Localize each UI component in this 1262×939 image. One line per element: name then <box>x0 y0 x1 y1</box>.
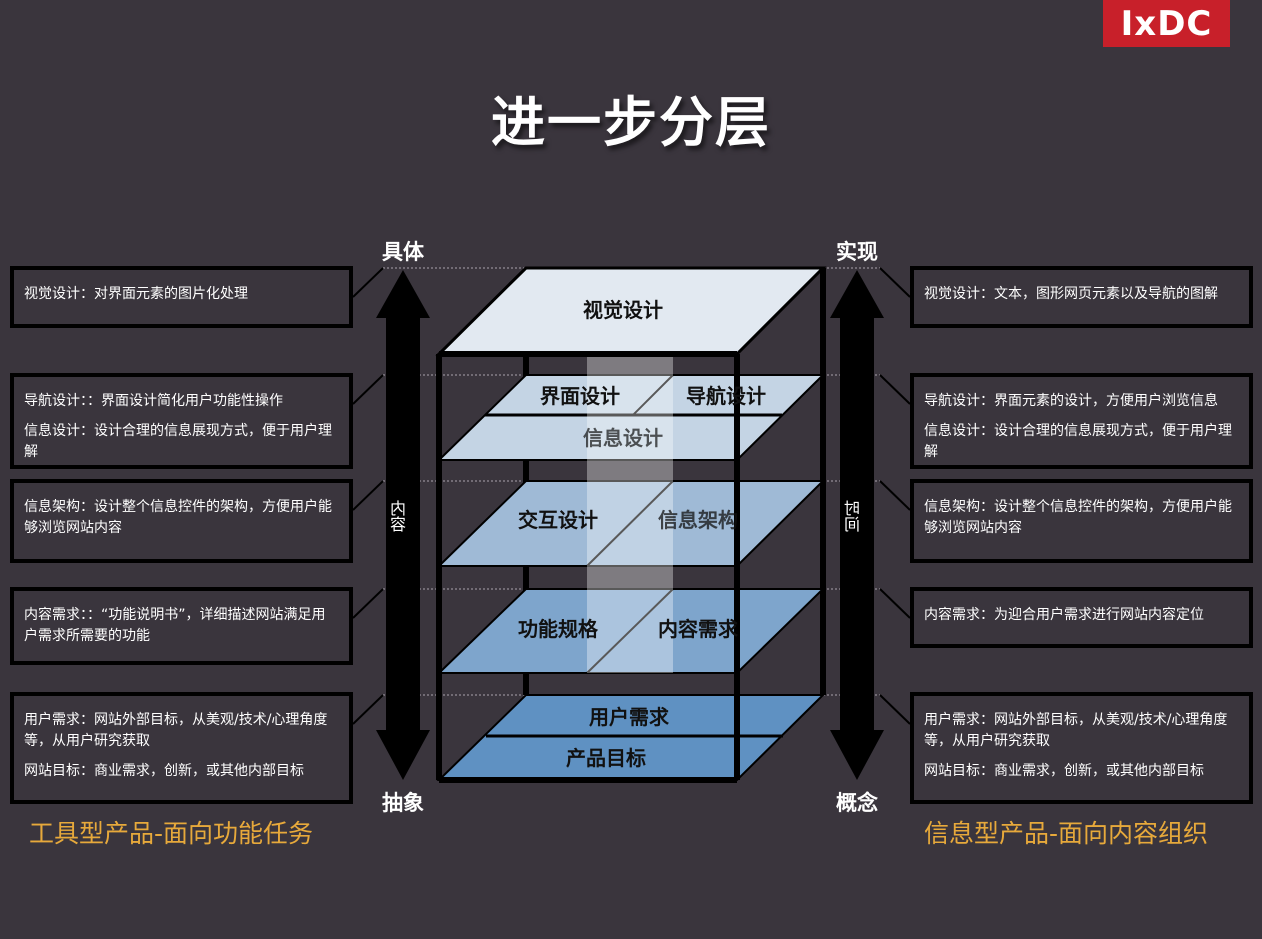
left-axis-middle-label: 内容 <box>390 500 409 532</box>
desc-text: 内容需求：为迎合用户需求进行网站内容定位 <box>924 607 1204 623</box>
right-desc-box-architecture: 信息架构：设计整个信息控件的架构，方便用户能够浏览网站内容 <box>910 479 1253 563</box>
layer-visual-design: 视觉设计 <box>583 298 663 322</box>
right-desc-box-user-needs: 用户需求：网站外部目标，从美观/技术/心理角度等，从用户研究获取 网站目标：商业… <box>910 692 1253 804</box>
layer-structure <box>436 480 826 567</box>
desc-text: 导航设计：界面元素的设计，方便用户浏览信息 <box>924 393 1218 409</box>
left-desc-box-user-needs: 用户需求：网站外部目标，从美观/技术/心理角度等，从用户研究获取 网站目标：商业… <box>10 692 353 804</box>
right-axis-bottom-label: 概念 <box>836 791 878 815</box>
desc-text: 用户需求：网站外部目标，从美观/技术/心理角度等，从用户研究获取 <box>24 712 328 749</box>
right-desc-box-visual: 视觉设计：文本，图形网页元素以及导航的图解 <box>910 266 1253 328</box>
desc-text: 内容需求：：“功能说明书”，详细描述网站满足用户需求所需要的功能 <box>24 607 326 644</box>
desc-text: 信息设计：设计合理的信息展现方式，便于用户理解 <box>924 423 1232 460</box>
layer-content-requirements: 内容需求 <box>658 617 739 641</box>
right-desc-box-content: 内容需求：为迎合用户需求进行网站内容定位 <box>910 587 1253 648</box>
layer-user-needs: 用户需求 <box>589 705 670 729</box>
desc-text: 网站目标：商业需求，创新，或其他内部目标 <box>924 763 1204 779</box>
ixdc-logo: IxDC <box>1103 0 1230 47</box>
layer-information-architecture: 信息架构 <box>658 508 738 532</box>
desc-text: 信息架构：设计整个信息控件的架构，方便用户能够浏览网站内容 <box>924 499 1232 536</box>
layer-skeleton <box>436 374 826 461</box>
right-axis-top-label: 实现 <box>836 240 878 264</box>
desc-text: 网站目标：商业需求，创新，或其他内部目标 <box>24 763 304 779</box>
desc-text: 信息架构：设计整个信息控件的架构，方便用户能够浏览网站内容 <box>24 499 332 536</box>
highlight-column <box>587 354 673 673</box>
layer-functional-spec: 功能规格 <box>518 617 599 641</box>
desc-text: 视觉设计：文本，图形网页元素以及导航的图解 <box>924 286 1218 302</box>
tool-product-category-label: 工具型产品-面向功能任务 <box>29 819 314 848</box>
layer-navigation-design: 导航设计 <box>686 384 766 408</box>
desc-text: 信息设计：设计合理的信息展现方式，便于用户理解 <box>24 423 332 460</box>
page-title: 进一步分层 <box>491 91 771 154</box>
right-axis-middle-label: 时间 <box>844 500 863 532</box>
info-product-category-label: 信息型产品-面向内容组织 <box>924 819 1209 848</box>
desc-text: 导航设计：：界面设计简化用户功能性操作 <box>24 393 283 409</box>
left-double-arrow-icon <box>376 270 430 780</box>
right-desc-box-navigation: 导航设计：界面元素的设计，方便用户浏览信息 信息设计：设计合理的信息展现方式，便… <box>910 373 1253 469</box>
layer-interface-design: 界面设计 <box>540 384 620 408</box>
left-axis-top-label: 具体 <box>382 240 424 264</box>
layer-information-design: 信息设计 <box>583 426 663 450</box>
desc-text: 视觉设计：对界面元素的图片化处理 <box>24 286 248 302</box>
left-desc-box-visual: 视觉设计：对界面元素的图片化处理 <box>10 266 353 328</box>
desc-text: 用户需求：网站外部目标，从美观/技术/心理角度等，从用户研究获取 <box>924 712 1228 749</box>
left-desc-box-architecture: 信息架构：设计整个信息控件的架构，方便用户能够浏览网站内容 <box>10 479 353 563</box>
left-desc-box-content: 内容需求：：“功能说明书”，详细描述网站满足用户需求所需要的功能 <box>10 587 353 665</box>
left-desc-box-navigation: 导航设计：：界面设计简化用户功能性操作 信息设计：设计合理的信息展现方式，便于用… <box>10 373 353 469</box>
layer-interaction-design: 交互设计 <box>518 508 598 532</box>
left-axis-bottom-label: 抽象 <box>382 791 424 815</box>
right-double-arrow-icon <box>830 270 884 780</box>
layer-product-goal: 产品目标 <box>566 746 646 770</box>
